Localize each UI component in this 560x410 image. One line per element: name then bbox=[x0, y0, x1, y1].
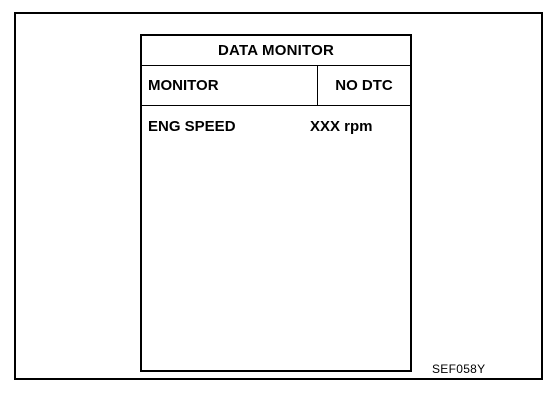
illustration-frame bbox=[14, 12, 543, 380]
data-label: ENG SPEED bbox=[148, 118, 236, 135]
data-row-eng-speed: ENG SPEED XXX rpm bbox=[148, 118, 408, 138]
screen-title: DATA MONITOR bbox=[142, 36, 410, 66]
monitor-header-row: MONITOR NO DTC bbox=[142, 66, 410, 106]
data-value: XXX rpm bbox=[310, 118, 373, 135]
consult-screen: DATA MONITOR MONITOR NO DTC ENG SPEED XX… bbox=[140, 34, 412, 372]
monitor-column-label: MONITOR bbox=[142, 66, 318, 105]
figure-code: SEF058Y bbox=[432, 362, 486, 376]
dtc-status: NO DTC bbox=[335, 77, 393, 94]
